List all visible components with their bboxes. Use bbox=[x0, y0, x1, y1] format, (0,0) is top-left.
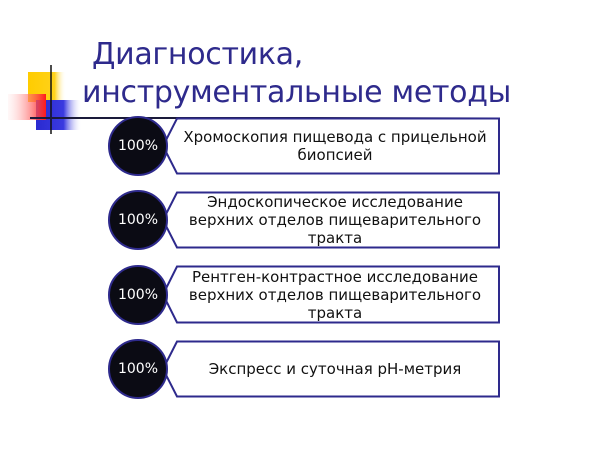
item-box bbox=[161, 191, 500, 249]
list-item: 100% Рентген-контрастное исследование ве… bbox=[105, 265, 505, 325]
item-label: Рентген-контрастное исследование верхних… bbox=[188, 267, 482, 322]
title-line-1: Диагностика, bbox=[92, 37, 303, 72]
percent-value: 100% bbox=[117, 361, 159, 377]
percent-badge: 100% bbox=[108, 339, 168, 399]
item-label: Экспресс и суточная pH-метрия bbox=[208, 360, 462, 378]
percent-value: 100% bbox=[117, 287, 159, 303]
list-item: 100% Хромоскопия пищевода с прицельной б… bbox=[105, 116, 505, 176]
item-box bbox=[161, 265, 500, 324]
title-line-2: инструментальные методы bbox=[82, 75, 512, 110]
percent-badge: 100% bbox=[108, 190, 168, 250]
decorative-squares-icon bbox=[8, 65, 82, 134]
percent-badge: 100% bbox=[108, 265, 168, 325]
percent-badge: 100% bbox=[108, 116, 168, 176]
percent-value: 100% bbox=[117, 212, 159, 228]
item-text: Эндоскопическое исследование верхних отд… bbox=[173, 191, 497, 249]
item-box bbox=[161, 117, 500, 175]
item-text: Рентген-контрастное исследование верхних… bbox=[173, 265, 497, 324]
percent-value: 100% bbox=[117, 138, 159, 154]
item-label: Хромоскопия пищевода с прицельной биопси… bbox=[183, 128, 487, 164]
item-text: Хромоскопия пищевода с прицельной биопси… bbox=[173, 117, 497, 175]
slide-title: Диагностика, инструментальные методы bbox=[82, 36, 511, 112]
item-label: Эндоскопическое исследование верхних отд… bbox=[188, 193, 482, 247]
item-text: Экспресс и суточная pH-метрия bbox=[173, 340, 497, 398]
list-item: 100% Эндоскопическое исследование верхни… bbox=[105, 190, 505, 250]
list-item: 100% Экспресс и суточная pH-метрия bbox=[105, 339, 505, 399]
item-box bbox=[161, 340, 500, 398]
